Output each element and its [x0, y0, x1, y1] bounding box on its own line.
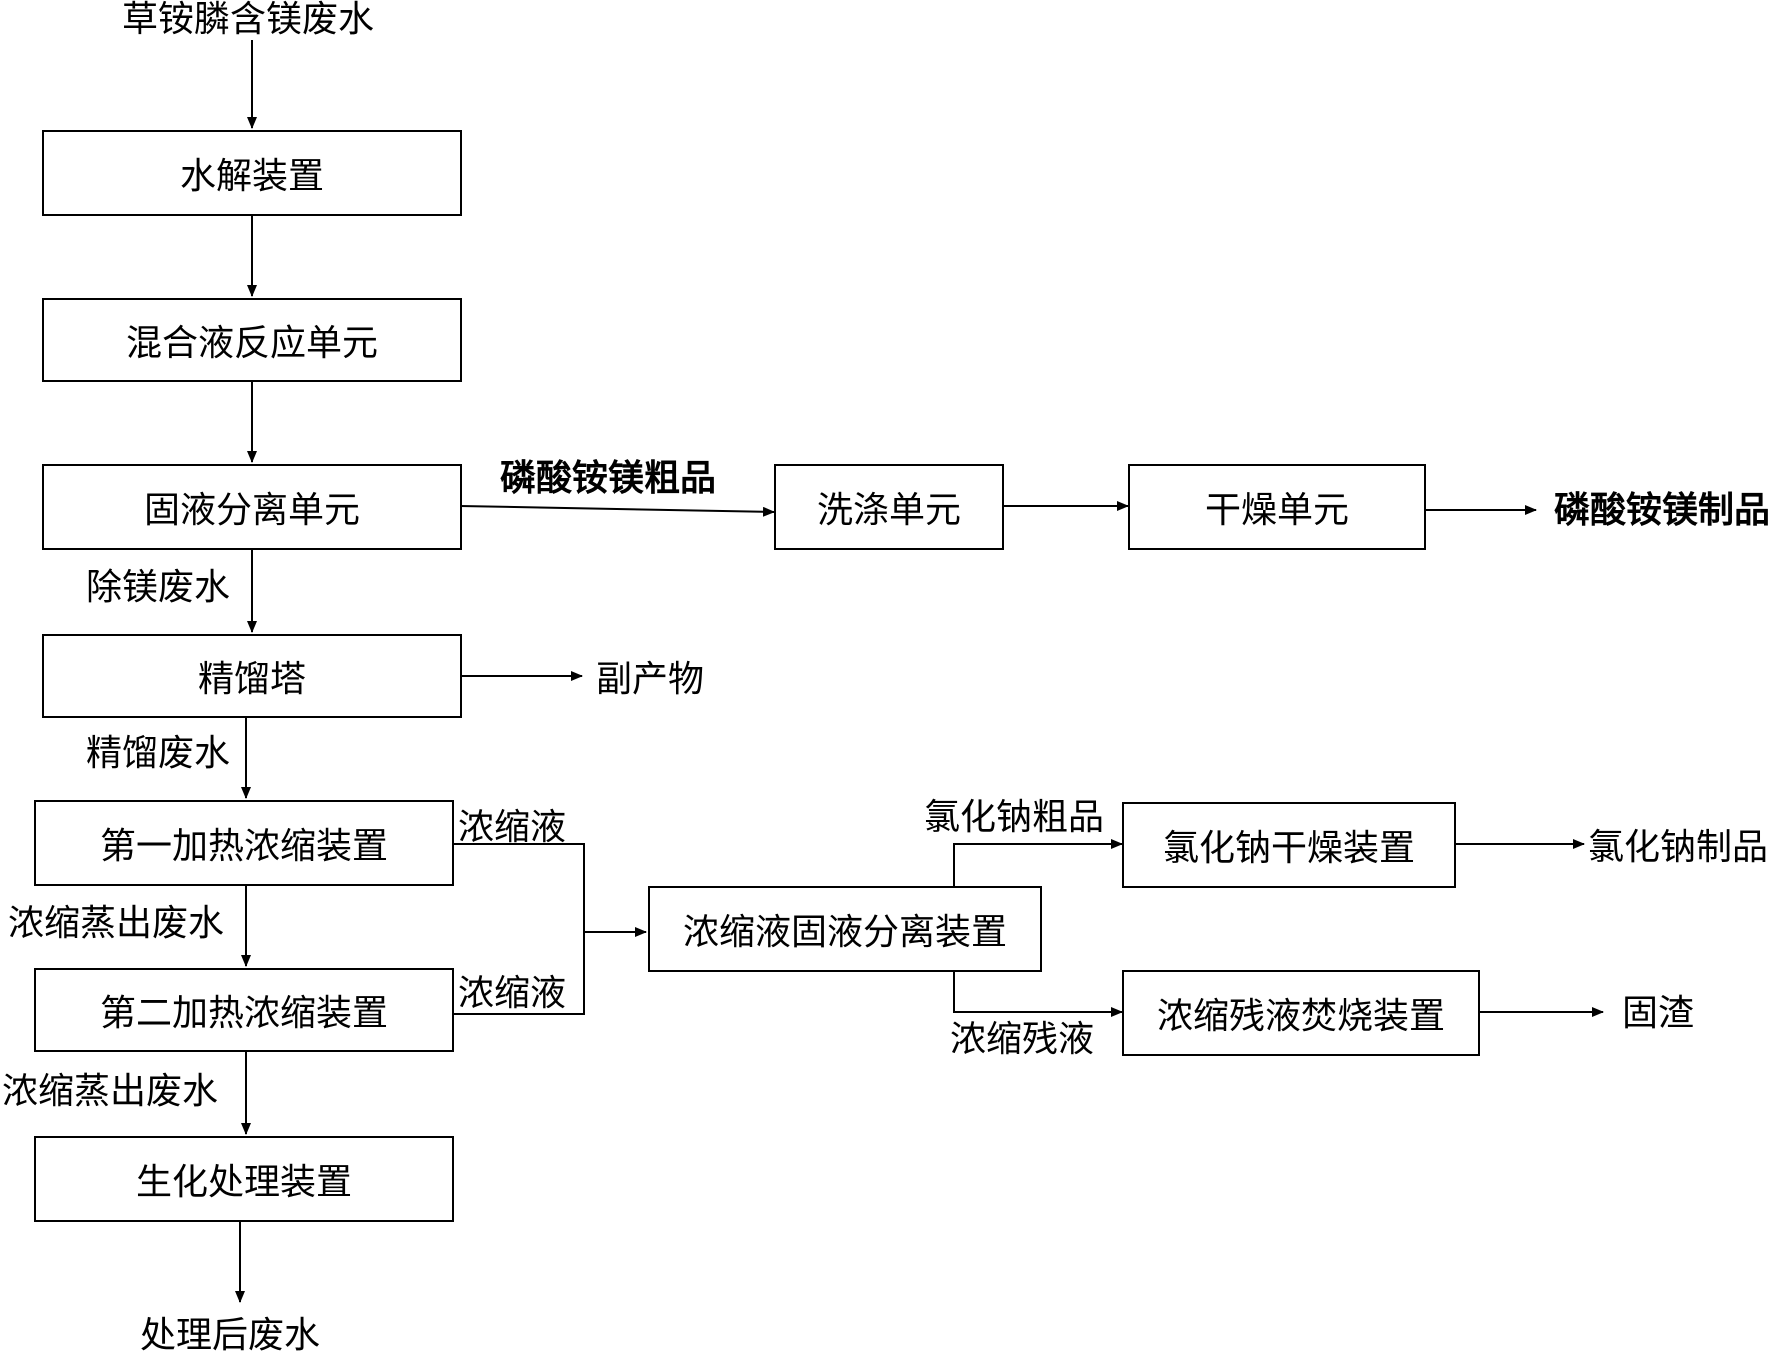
unit-mixing-reaction: 混合液反应单元 — [42, 298, 462, 382]
stream-evaporated-wastewater-1: 浓缩蒸出废水 — [8, 903, 225, 944]
arrow-separation-to-nacl-drying — [953, 839, 1123, 886]
arrow-separation-to-incineration — [953, 970, 1123, 1017]
stream-concentrate-2: 浓缩液 — [458, 973, 567, 1014]
stream-treated-wastewater: 处理后废水 — [140, 1315, 321, 1356]
unit-hydrolysis: 水解装置 — [42, 130, 462, 216]
unit-drying: 干燥单元 — [1128, 464, 1426, 550]
stream-nacl-crude: 氯化钠粗品 — [924, 797, 1105, 838]
stream-evaporated-wastewater-2: 浓缩蒸出废水 — [2, 1071, 219, 1112]
line-first-concentrate — [452, 843, 585, 932]
source-label: 草铵膦含镁废水 — [122, 0, 375, 40]
line-second-concentrate — [452, 932, 585, 1015]
unit-washing: 洗涤单元 — [774, 464, 1004, 550]
unit-solid-liquid-separation: 固液分离单元 — [42, 464, 462, 550]
stream-struvite-crude: 磷酸铵镁粗品 — [500, 457, 717, 499]
unit-rectification-tower: 精馏塔 — [42, 634, 462, 718]
arrow-separation-to-washing — [459, 505, 775, 517]
stream-concentrate-1: 浓缩液 — [458, 807, 567, 848]
stream-byproduct: 副产物 — [596, 659, 705, 700]
unit-second-heating-concentration: 第二加热浓缩装置 — [34, 968, 454, 1052]
stream-nacl-product: 氯化钠制品 — [1588, 827, 1769, 868]
stream-solid-residue: 固渣 — [1622, 993, 1695, 1034]
unit-biochemical-treatment: 生化处理装置 — [34, 1136, 454, 1222]
unit-residue-incineration: 浓缩残液焚烧装置 — [1122, 970, 1480, 1056]
stream-rectification-wastewater: 精馏废水 — [86, 733, 231, 774]
unit-first-heating-concentration: 第一加热浓缩装置 — [34, 800, 454, 886]
stream-concentrate-residue: 浓缩残液 — [950, 1019, 1095, 1060]
unit-concentrate-separation: 浓缩液固液分离装置 — [648, 886, 1042, 972]
stream-demagnesium-wastewater: 除镁废水 — [86, 567, 231, 608]
stream-struvite-product: 磷酸铵镁制品 — [1554, 489, 1771, 531]
unit-nacl-drying: 氯化钠干燥装置 — [1122, 802, 1456, 888]
